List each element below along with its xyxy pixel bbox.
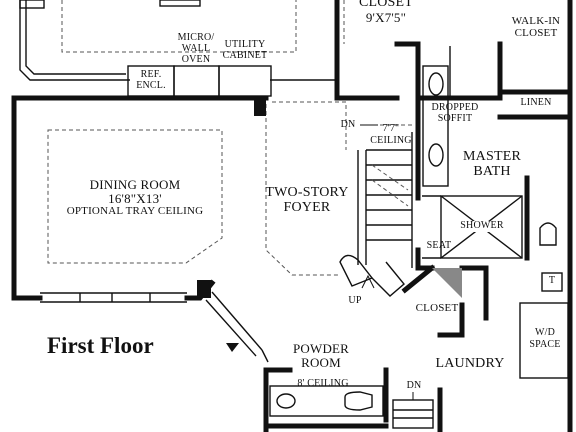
column-foyer-top [254,98,266,116]
dashed-lines [47,0,412,276]
ref-encl-line2: ENCL. [136,80,166,91]
stair-bottom-landing [371,261,405,297]
closet-south-wall [394,41,421,185]
sink-1 [428,72,444,96]
shower-label: SHOWER [452,220,512,232]
wd-space-box [519,302,569,379]
stair-break-dashed [371,164,409,191]
dining-room-name: DINING ROOM [89,177,181,192]
stair-break-dashed-2 [371,179,409,207]
vanity-counter [422,65,449,187]
closet-small-south-wall [437,302,465,338]
bath-toilet [539,222,557,246]
utility-cabinet-line2: CABINET [222,50,268,61]
bath-west-wall-bottom [415,247,435,271]
walkin-west-wall [415,41,503,101]
dining-room-size: 16'8"X13' [108,191,162,206]
two-story-foyer-line2: FOYER [283,200,331,215]
closet-small-angled-wall [401,264,436,294]
walk-in-closet-line1: WALK-IN [511,15,561,27]
ref-encl-line1: REF. [140,69,162,80]
island-edge [159,0,201,7]
wd-space-line2: SPACE [529,339,561,350]
powder-ceiling: 8' CEILING [297,378,349,389]
wd-space-line1: W/D [534,327,556,338]
sink-outline [19,0,45,9]
up-arrow [361,274,375,289]
stairs-down-top: DN [340,119,356,130]
closet-small-label: CLOSET [415,302,459,314]
micro-wall-oven-cabinet [173,65,220,97]
kitchen-island-dashed [61,0,297,53]
micro-wall-oven-line2: WALL [181,43,211,54]
entry-arrow [226,343,239,352]
closet-shaded-corner [432,268,462,298]
powder-toilet [344,391,373,411]
foyer-angled-wall-2 [205,299,257,357]
stairs-down-bottom: DN [406,380,422,391]
foyer-wall-end [261,349,269,363]
micro-wall-oven-line1: MICRO/ [177,32,215,43]
stair-bottom-bullnose [339,254,374,287]
master-bath-line2: BATH [473,164,511,179]
kitchen-counter-inner [25,0,126,75]
master-bath-line1: MASTER [463,149,521,164]
dropped-soffit-line1: DROPPED [431,102,479,113]
shower-enclosure [440,195,523,259]
sink-2 [428,143,444,167]
micro-wall-oven-line3: OVEN [181,54,211,65]
laundry-label: LAUNDRY [435,356,505,371]
powder-sink [276,393,296,409]
linen-label: LINEN [520,97,552,108]
stairs-up: UP [348,295,362,306]
utility-cabinet-line1: UTILITY [224,39,266,50]
walk-in-closet-line2: CLOSET [514,27,558,39]
two-story-foyer-line1: TWO-STORY [265,185,349,200]
powder-room-line2: ROOM [301,355,341,370]
water-heater-tag [541,272,563,292]
tag-t: T [548,275,556,286]
column-foyer-bottom [197,280,211,298]
closet-top-size: 9'X7'5" [365,10,407,25]
closet-west-wall [334,0,400,101]
dropped-soffit-line2: SOFFIT [437,113,473,124]
kitchen-counter-outline [19,0,130,81]
foyer-angled-wall [211,291,263,351]
powder-room-line1: POWDER [292,341,350,356]
exterior-walls [11,0,573,432]
foyer-dashed-outline [265,104,340,276]
powder-counter [269,385,384,417]
tray-ceiling-dashed [47,129,223,264]
ceiling-height-line2: CEILING [370,135,412,146]
seat-label: SEAT [426,240,452,251]
stair-arrows [360,124,414,400]
foyer-dashed-top [272,101,347,150]
dining-room-note: OPTIONAL TRAY CEILING [66,205,204,217]
closet-top-name: CLOSET [358,0,414,10]
utility-cabinet [218,65,272,97]
columns [197,98,266,352]
stair-down-box [392,399,434,429]
floor-title: First Floor [47,333,154,358]
ceiling-height-line1: 7'7" [382,123,400,134]
